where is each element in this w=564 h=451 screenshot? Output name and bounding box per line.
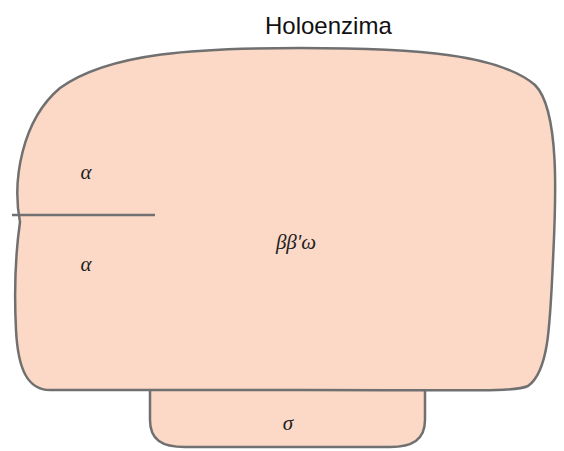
- diagram-title: Holoenzima: [265, 12, 392, 40]
- beta-omega-subunits: ββ'ω: [276, 230, 316, 255]
- sigma-subunit: σ: [283, 411, 293, 436]
- alpha-subunit: α: [80, 252, 91, 277]
- core-enzyme: α α ββ'ω: [6, 44, 560, 396]
- outline: [6, 44, 560, 396]
- sigma-factor: σ: [146, 384, 430, 450]
- alpha-subunit: α: [80, 160, 91, 185]
